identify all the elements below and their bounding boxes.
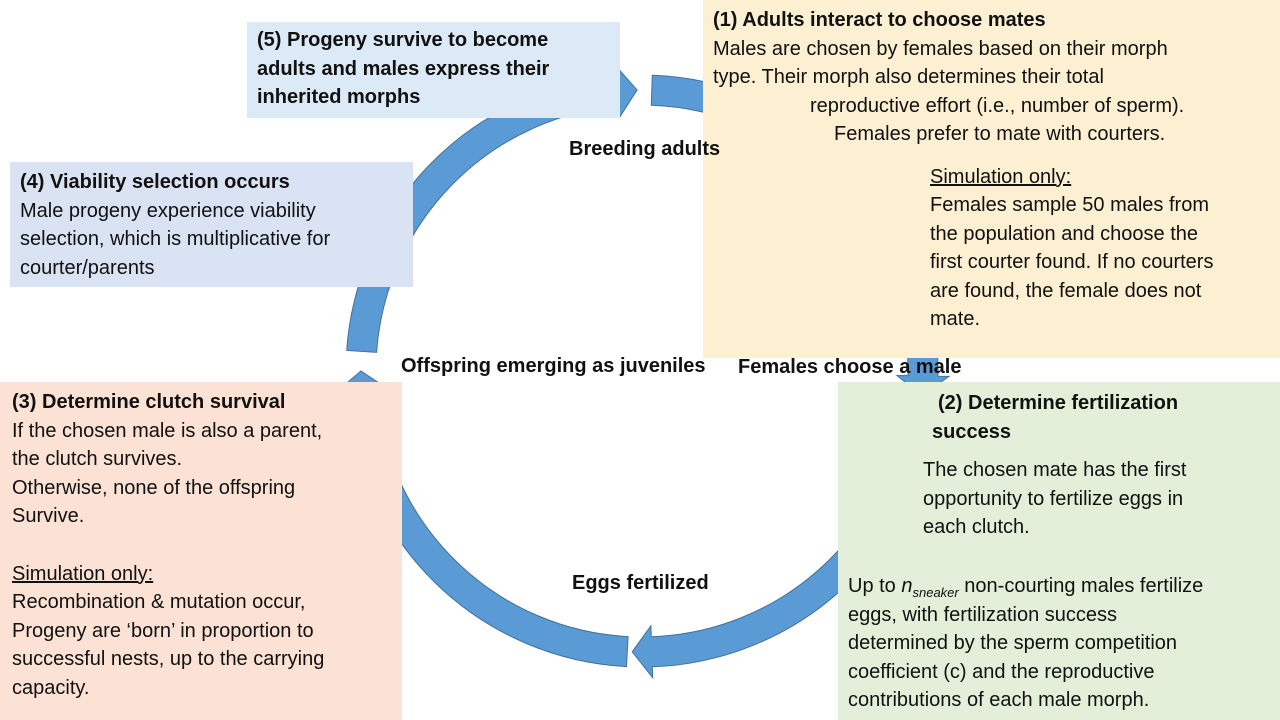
step-2-box: (2) Determine fertilization success The …: [838, 382, 1280, 720]
step-3-box: (3) Determine clutch survival If the cho…: [0, 382, 402, 720]
line-rest-text: non-courting males fertilize: [958, 575, 1204, 597]
females-label-line-2: choose a male: [823, 356, 962, 378]
step-1-sim-line-5: mate.: [930, 308, 981, 330]
step-5-box: (5) Progeny survive to become adults and…: [247, 22, 620, 118]
step-3-line-1: If the chosen male is also a parent,: [12, 419, 323, 442]
step-4-line-3: courter/parents: [20, 256, 155, 279]
step-2-sneaker-line-4: coefficient (c) and the reproductive: [848, 660, 1155, 683]
step-1-line-2: type. Their morph also determines their …: [713, 66, 1104, 88]
females-choose-label: Females choose a male: [738, 353, 961, 382]
step-5-line-3: inherited morphs: [257, 86, 421, 108]
step-1-box: (1) Adults interact to choose mates Male…: [703, 0, 1280, 358]
step-2-line-3: each clutch.: [923, 516, 1030, 538]
step-1-sim-heading: Simulation only:: [930, 165, 1072, 188]
step-1-line-1: Males are chosen by females based on the…: [713, 37, 1168, 60]
step-2-sneaker-line-2: eggs, with fertilization success: [848, 603, 1118, 626]
step-2-line-1: The chosen mate has the first: [923, 459, 1187, 481]
breeding-adults-label: Breeding adults: [569, 138, 721, 160]
step-3-title: (3) Determine clutch survival: [12, 391, 286, 413]
step-3-sim-line-2: Progeny are ‘born’ in proportion to: [12, 619, 314, 642]
step-2-sneaker-line-3: determined by the sperm competition: [848, 632, 1178, 654]
step-1-sim-line-2: the population and choose the: [930, 222, 1198, 245]
step-3-line-3: Otherwise, none of the offspring: [12, 476, 296, 499]
offspring-label-line-2: as juveniles: [592, 355, 706, 377]
females-label-line-1: Females: [738, 356, 819, 378]
step-3-sim-line-4: capacity.: [12, 676, 90, 699]
offspring-label-line-1: Offspring emerging: [401, 355, 587, 377]
up-to-text: Up to: [848, 575, 902, 597]
step-3-sim-line-1: Recombination & mutation occur,: [12, 591, 306, 613]
step-4-line-2: selection, which is multiplicative for: [20, 228, 331, 250]
step-2-title-line-1: (2) Determine fertilization: [938, 392, 1179, 414]
step-4-box: (4) Viability selection occurs Male prog…: [10, 162, 413, 287]
step-3-sim-heading: Simulation only:: [12, 562, 154, 585]
n-subscript: sneaker: [912, 585, 959, 600]
step-1-sim-line-1: Females sample 50 males from: [930, 194, 1209, 216]
step-3-line-2: the clutch survives.: [12, 448, 183, 470]
step-2-sneaker-line-5: contributions of each male morph.: [848, 689, 1150, 711]
step-4-line-1: Male progeny experience viability: [20, 199, 316, 222]
step-1-sim-line-4: are found, the female does not: [930, 279, 1202, 302]
eggs-fertilized-label: Eggs fertilized: [572, 572, 709, 594]
step-2-line-2: opportunity to fertilize eggs in: [923, 487, 1184, 510]
step-5-line-2: adults and males express their: [257, 57, 550, 80]
n-symbol: n: [901, 575, 913, 597]
step-2-title-line-2: success: [932, 420, 1011, 443]
step-1-line-3: reproductive effort (i.e., number of spe…: [810, 94, 1185, 117]
step-3-simulation: Simulation only: Recombination & mutatio…: [12, 560, 402, 703]
step-2-sneaker-line-1: Up to nsneaker non-courting males fertil…: [848, 572, 1203, 601]
step-1-sim-line-3: first courter found. If no courters: [930, 251, 1214, 273]
step-2-sneaker-text: Up to nsneaker non-courting males fertil…: [848, 572, 1203, 715]
step-5-line-1: (5) Progeny survive to become: [257, 29, 549, 51]
step-2-body: The chosen mate has the first opportunit…: [923, 456, 1186, 542]
step-1-title: (1) Adults interact to choose mates: [713, 9, 1046, 31]
step-2-title: (2) Determine fertilization success: [932, 389, 1179, 446]
step-4-title: (4) Viability selection occurs: [20, 171, 290, 193]
step-3-sim-line-3: successful nests, up to the carrying: [12, 648, 325, 670]
step-3-line-4: Survive.: [12, 505, 85, 527]
step-1-line-4: Females prefer to mate with courters.: [834, 123, 1166, 145]
step-1-simulation: Simulation only: Females sample 50 males…: [713, 163, 1280, 334]
offspring-emerging-label: Offspring emerging as juveniles: [401, 352, 706, 381]
